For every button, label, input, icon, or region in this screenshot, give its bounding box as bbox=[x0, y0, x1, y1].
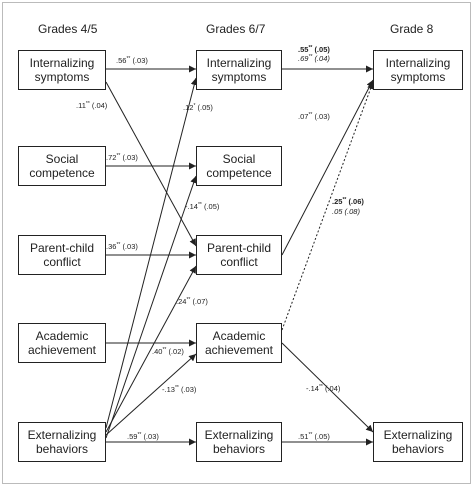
box-line: Externalizing bbox=[383, 428, 453, 442]
coef-p15: .05 (.08) bbox=[332, 207, 360, 216]
box-line: Parent-child bbox=[206, 241, 272, 255]
box-line: Academic bbox=[212, 329, 266, 343]
box-academic-4-5: Academic achievement bbox=[18, 323, 106, 363]
box-line: behaviors bbox=[212, 442, 266, 456]
coef-p16: -.14** (.04) bbox=[306, 384, 341, 393]
box-line: competence bbox=[29, 166, 95, 180]
header-grades-6-7: Grades 6/7 bbox=[206, 22, 266, 36]
box-line: competence bbox=[206, 166, 272, 180]
coef-p8: .40** (.02) bbox=[152, 347, 184, 356]
coef-p1: .56** (.03) bbox=[116, 56, 148, 65]
arrow-par67-int8 bbox=[281, 79, 374, 256]
box-parent-4-5: Parent-child conflict bbox=[18, 235, 106, 275]
coef-p13: .07** (.03) bbox=[298, 112, 330, 121]
coef-p4: .72** (.03) bbox=[106, 153, 138, 162]
box-line: conflict bbox=[43, 255, 81, 269]
figure-border bbox=[2, 2, 471, 484]
box-line: Internalizing bbox=[206, 56, 272, 70]
arrow-ext45-int67 bbox=[105, 77, 198, 429]
arrow-ext45-soc67 bbox=[105, 175, 198, 439]
box-externalizing-8: Externalizing behaviors bbox=[373, 422, 463, 462]
box-line: behaviors bbox=[391, 442, 445, 456]
box-line: achievement bbox=[204, 343, 274, 357]
box-line: Externalizing bbox=[27, 428, 97, 442]
arrow-ext45-par67 bbox=[105, 265, 197, 433]
box-line: Externalizing bbox=[204, 428, 274, 442]
coef-p17: .51** (.05) bbox=[298, 432, 330, 441]
header-grade-8: Grade 8 bbox=[390, 22, 434, 36]
header-grades-4-5: Grades 4/5 bbox=[38, 22, 98, 36]
box-internalizing-4-5: Internalizing symptoms bbox=[18, 50, 106, 90]
box-line: Parent-child bbox=[29, 241, 95, 255]
coef-p10: .59** (.03) bbox=[127, 432, 159, 441]
arrow-aca67-ext8 bbox=[281, 342, 374, 433]
coef-p11: .55** (.05) bbox=[298, 45, 330, 54]
coef-p14: .25** (.06) bbox=[332, 197, 364, 206]
arrow-ext45-aca67 bbox=[105, 353, 197, 436]
coef-p9: -.13** (.03) bbox=[162, 385, 197, 394]
box-line: achievement bbox=[27, 343, 97, 357]
box-externalizing-4-5: Externalizing behaviors bbox=[18, 422, 106, 462]
box-line: symptoms bbox=[211, 70, 267, 84]
coef-p2: .11** (.04) bbox=[76, 101, 108, 110]
box-line: Social bbox=[45, 152, 79, 166]
box-internalizing-8: Internalizing symptoms bbox=[373, 50, 463, 90]
box-academic-6-7: Academic achievement bbox=[196, 323, 282, 363]
box-internalizing-6-7: Internalizing symptoms bbox=[196, 50, 282, 90]
coef-p5: -.14** (.05) bbox=[185, 202, 220, 211]
coef-p7: .24** (.07) bbox=[176, 297, 208, 306]
box-parent-6-7: Parent-child conflict bbox=[196, 235, 282, 275]
coef-p6: .36** (.03) bbox=[106, 242, 138, 251]
coef-p12: .69** (.04) bbox=[298, 54, 330, 63]
box-line: symptoms bbox=[34, 70, 90, 84]
box-line: Social bbox=[222, 152, 256, 166]
box-line: symptoms bbox=[390, 70, 446, 84]
box-externalizing-6-7: Externalizing behaviors bbox=[196, 422, 282, 462]
box-line: behaviors bbox=[35, 442, 89, 456]
box-line: Academic bbox=[35, 329, 89, 343]
box-line: Internalizing bbox=[385, 56, 451, 70]
box-social-4-5: Social competence bbox=[18, 146, 106, 186]
box-line: conflict bbox=[220, 255, 258, 269]
box-social-6-7: Social competence bbox=[196, 146, 282, 186]
box-line: Internalizing bbox=[29, 56, 95, 70]
arrow-aca67-int8-dotted bbox=[281, 81, 374, 331]
coef-p3: .12* (.05) bbox=[183, 103, 213, 112]
